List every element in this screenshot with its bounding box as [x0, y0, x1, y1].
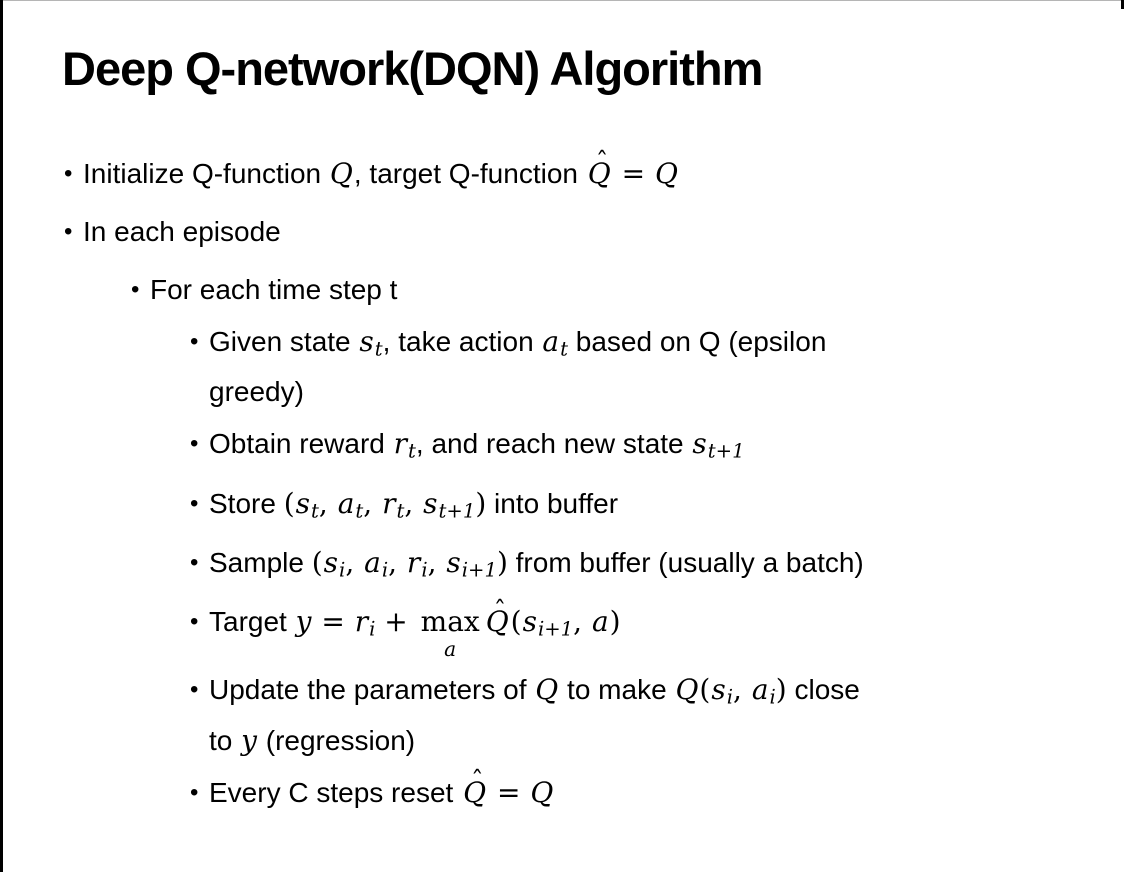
bullet-item: • Given state st, take action at based on… [0, 320, 1124, 413]
window-border-top [0, 0, 1124, 1]
bullet-icon: • [190, 676, 199, 704]
bullet-text: Store (st, at, rt, st+1) into buffer [209, 486, 619, 522]
bullet-item: • Sample (si, ai, ri, si+1) from buffer (… [0, 541, 1124, 591]
bullet-icon: • [190, 489, 199, 517]
bullet-text: Initialize Q-function Q, target Q-functi… [83, 147, 1124, 195]
bullet-icon: • [190, 328, 199, 355]
window-corner-tick [1121, 0, 1124, 9]
bullet-icon: • [190, 778, 199, 806]
bullet-icon: • [190, 548, 199, 576]
bullet-item: • For each time step t [0, 268, 1124, 311]
slide-title: Deep Q-network(DQN) Algorithm [62, 42, 763, 95]
bullet-text: Sample (si, ai, ri, si+1) from buffer (u… [209, 545, 864, 582]
bullet-text: Obtain reward rt, and reach new state st… [209, 427, 745, 463]
bullet-text: Given state st, take action at based on … [209, 325, 827, 408]
bullet-icon: • [64, 160, 73, 187]
bullet-item: • Store (st, at, rt, st+1) into buffer [0, 482, 1124, 532]
bullet-icon: • [131, 276, 140, 303]
bullet-icon: • [190, 430, 199, 458]
bullet-text: Update the parameters of Q to make Q(si,… [209, 673, 860, 757]
bullet-item: • Obtain reward rt, and reach new state s… [0, 422, 1124, 472]
bullet-item: • In each episode [0, 210, 1124, 253]
bullet-item: • Update the parameters of Q to make Q(si… [0, 668, 1124, 761]
window-border-left [0, 0, 3, 872]
bullet-list: • Initialize Q-function Q, target Q-funct… [0, 147, 1124, 823]
bullet-text: For each time step t [150, 274, 398, 305]
bullet-text: In each episode [83, 216, 281, 247]
bullet-icon: • [64, 218, 73, 245]
bullet-item: • Initialize Q-function Q, target Q-funct… [0, 147, 1124, 195]
bullet-icon: • [190, 608, 199, 636]
